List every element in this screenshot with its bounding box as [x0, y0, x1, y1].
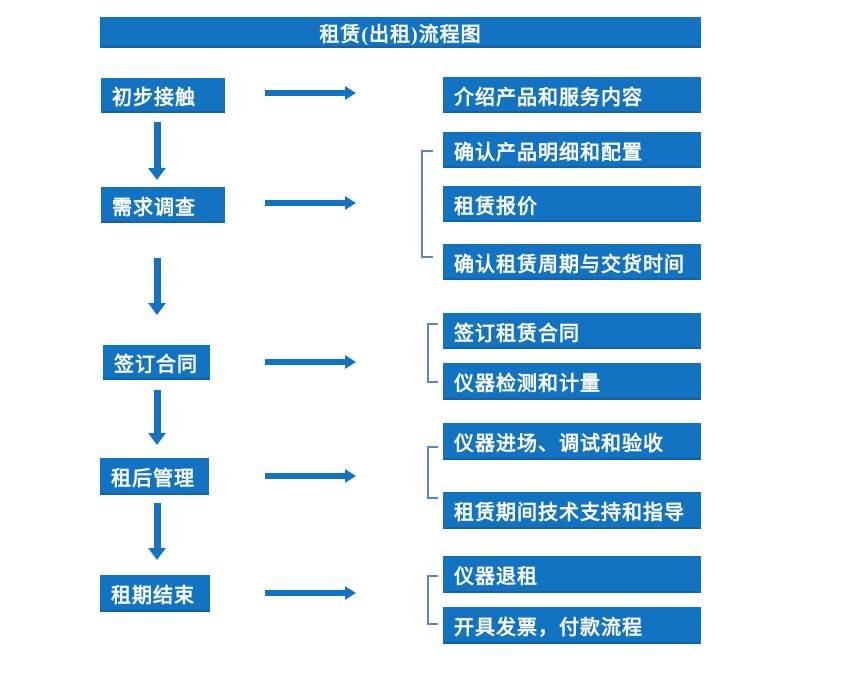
- detail-box-rental-quote: 租赁报价: [443, 186, 701, 222]
- arrow-shaft: [265, 200, 346, 206]
- step-label: 需求调查: [112, 196, 196, 219]
- step-box-sign-contract: 签订合同: [103, 345, 210, 380]
- detail-label: 租赁报价: [454, 195, 538, 218]
- arrow-shaft: [265, 359, 346, 365]
- right-arrow-icon: [265, 86, 357, 100]
- step-label: 初步接触: [112, 87, 196, 109]
- arrow-shaft: [153, 390, 161, 433]
- detail-label: 确认产品明细和配置: [454, 141, 643, 164]
- detail-box-introduce-products: 介绍产品和服务内容: [443, 77, 701, 113]
- detail-label: 仪器退租: [454, 566, 538, 588]
- arrow-shaft: [265, 90, 346, 96]
- step-label: 租后管理: [111, 468, 195, 490]
- arrow-head: [345, 355, 356, 369]
- detail-label: 租赁期间技术支持和指导: [454, 502, 685, 524]
- arrow-head: [345, 586, 356, 600]
- right-arrow-icon: [265, 355, 357, 369]
- detail-box-technical-support: 租赁期间技术支持和指导: [443, 492, 701, 529]
- step-box-initial-contact: 初步接触: [101, 78, 225, 113]
- detail-label: 仪器进场、调试和验收: [454, 433, 664, 455]
- step-label: 租期结束: [111, 585, 195, 607]
- detail-label: 介绍产品和服务内容: [454, 86, 643, 109]
- arrow-shaft: [153, 258, 161, 303]
- arrow-head: [345, 196, 356, 210]
- down-arrow-icon: [148, 122, 166, 180]
- detail-box-invoice-payment: 开具发票，付款流程: [443, 607, 701, 644]
- right-arrow-icon: [265, 196, 357, 210]
- group-bracket-rental-end: [427, 575, 438, 625]
- down-arrow-icon: [148, 503, 166, 560]
- right-arrow-icon: [265, 469, 357, 483]
- arrow-head: [148, 168, 166, 180]
- group-bracket-sign-contract: [427, 323, 438, 383]
- page-title: 租赁(出租)流程图: [319, 24, 482, 46]
- arrow-head: [345, 469, 356, 483]
- right-arrow-icon: [265, 586, 357, 600]
- detail-box-sign-rental-contract: 签订租赁合同: [443, 313, 701, 349]
- detail-label: 签订租赁合同: [454, 322, 580, 345]
- arrow-shaft: [265, 590, 346, 596]
- arrow-shaft: [265, 473, 346, 479]
- arrow-head: [345, 86, 356, 100]
- detail-box-confirm-product-details: 确认产品明细和配置: [443, 132, 701, 168]
- detail-label: 开具发票，付款流程: [454, 617, 643, 639]
- detail-box-instrument-entry-acceptance: 仪器进场、调试和验收: [443, 423, 701, 460]
- step-box-rental-end: 租期结束: [100, 575, 210, 612]
- group-bracket-post-rental: [427, 446, 438, 499]
- step-label: 签订合同: [114, 354, 198, 376]
- arrow-shaft: [153, 503, 161, 548]
- step-box-needs-survey: 需求调查: [101, 187, 225, 223]
- arrow-head: [148, 433, 166, 445]
- detail-label: 仪器检测和计量: [454, 373, 601, 395]
- detail-box-confirm-rental-period: 确认租赁周期与交货时间: [443, 244, 701, 280]
- detail-box-instrument-return: 仪器退租: [443, 556, 701, 593]
- arrow-head: [148, 303, 166, 315]
- down-arrow-icon: [148, 390, 166, 445]
- arrow-shaft: [153, 122, 161, 168]
- down-arrow-icon: [148, 258, 166, 315]
- title-bar: 租赁(出租)流程图: [100, 17, 701, 48]
- detail-label: 确认租赁周期与交货时间: [454, 253, 685, 276]
- detail-box-instrument-testing: 仪器检测和计量: [443, 363, 701, 400]
- group-bracket-needs-survey: [421, 150, 433, 258]
- arrow-head: [148, 548, 166, 560]
- step-box-post-rental-management: 租后管理: [100, 458, 209, 495]
